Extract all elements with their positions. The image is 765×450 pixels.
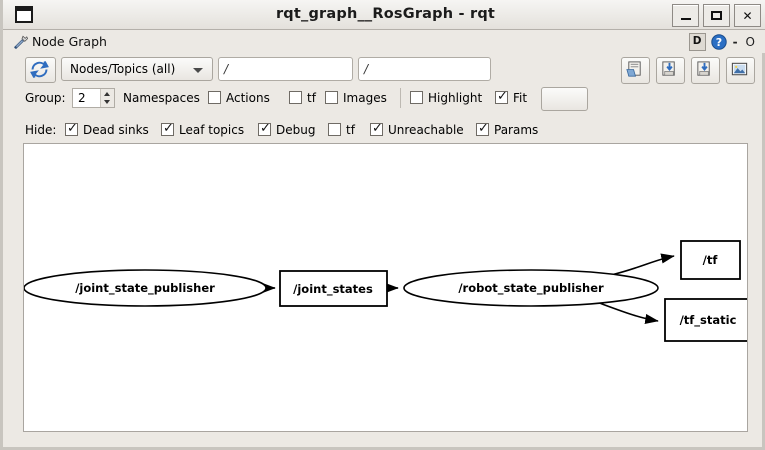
topic-filter-input[interactable]: / (218, 57, 353, 81)
hide-dead-sinks-checkbox[interactable] (65, 121, 78, 136)
node-tf-static[interactable]: /tf_static (664, 298, 747, 342)
edge-rsp-to-tf-static (593, 300, 659, 325)
dock-controls: D ? - O (688, 33, 757, 51)
dock-close-button[interactable]: O (745, 35, 755, 49)
node-label: /joint_states (293, 282, 373, 297)
save-down-icon (662, 61, 675, 76)
hide-unreachable-label: Unreachable (388, 123, 464, 137)
spinner-down-icon[interactable] (104, 100, 110, 104)
graph-type-select[interactable]: Nodes/Topics (all) (61, 57, 213, 81)
images-checkbox[interactable] (325, 91, 338, 104)
namespaces-label: Namespaces (123, 91, 200, 105)
graph-edges (262, 253, 675, 325)
hide-label: Hide: (25, 123, 57, 137)
hide-dead-sinks-label: Dead sinks (83, 123, 149, 137)
file-toolbar (621, 57, 755, 84)
window-controls: ✕ (672, 4, 761, 27)
highlight-label: Highlight (428, 91, 483, 105)
actions-checkbox[interactable] (208, 91, 221, 104)
node-joint-states[interactable]: /joint_states (279, 270, 388, 307)
graph-nodes: /joint_state_publisher /joint_states /ro… (24, 240, 747, 342)
hide-tf-checkbox[interactable] (328, 123, 341, 136)
group-spinbox[interactable]: 2 (72, 88, 115, 108)
hide-debug-checkbox[interactable] (258, 121, 271, 136)
dock-title: Node Graph (32, 34, 107, 49)
edge-rsp-to-tf (610, 253, 675, 276)
window-title: rqt_graph__RosGraph - rqt (275, 6, 496, 22)
node-label: /tf_static (680, 313, 737, 328)
chevron-down-icon (193, 68, 203, 73)
save-image-button[interactable] (726, 57, 755, 84)
hide-unreachable-checkbox[interactable] (370, 121, 383, 136)
group-label: Group: (25, 91, 66, 105)
highlight-checkbox[interactable] (410, 91, 423, 104)
image-icon (731, 62, 748, 76)
node-label: /tf (703, 253, 719, 267)
tools-icon (13, 35, 29, 50)
minimize-button[interactable] (672, 4, 699, 27)
node-tf[interactable]: /tf (680, 240, 741, 280)
images-label: Images (343, 91, 387, 105)
fit-label: Fit (513, 91, 528, 105)
tf-label: tf (307, 91, 316, 105)
tf-checkbox[interactable] (289, 91, 302, 104)
help-icon[interactable]: ? (710, 34, 727, 50)
dock-float-button[interactable]: D (688, 33, 706, 51)
title-bar: rqt_graph__RosGraph - rqt ✕ (3, 0, 765, 30)
fit-in-view-button[interactable] (541, 87, 588, 111)
save-dot-button[interactable] (656, 57, 685, 84)
hide-options-row: Hide: Dead sinks Leaf topics Debug tf Un… (6, 120, 765, 142)
hide-leaf-topics-checkbox[interactable] (161, 121, 174, 136)
hide-tf-label: tf (346, 123, 355, 137)
dock-undock-button[interactable]: - (732, 35, 738, 49)
group-spinner-buttons[interactable] (100, 89, 114, 107)
refresh-icon (30, 61, 49, 78)
window-icon (15, 6, 33, 23)
folder-open-icon (626, 61, 641, 77)
filter-toolbar: Nodes/Topics (all) / / (6, 55, 765, 85)
graph-canvas[interactable]: /joint_state_publisher /joint_states /ro… (23, 143, 748, 432)
fit-checkbox[interactable] (495, 89, 508, 104)
node-joint-state-publisher[interactable]: /joint_state_publisher (24, 269, 267, 307)
refresh-button[interactable] (25, 57, 56, 83)
actions-label: Actions (226, 91, 270, 105)
node-label: /robot_state_publisher (458, 281, 604, 296)
dock-widget-header: Node Graph D ? - O (6, 30, 765, 53)
maximize-button[interactable] (703, 4, 730, 27)
group-value: 2 (78, 91, 86, 105)
node-filter-input[interactable]: / (358, 57, 491, 81)
hide-debug-label: Debug (276, 123, 316, 137)
svg-text:?: ? (715, 36, 721, 49)
group-options-row: Group: 2 Namespaces Actions tf Images Hi… (6, 87, 765, 112)
hide-leaf-topics-label: Leaf topics (179, 123, 245, 137)
graph-type-value: Nodes/Topics (all) (70, 62, 176, 76)
spinner-up-icon[interactable] (104, 92, 110, 96)
save-down-icon (697, 61, 710, 76)
close-button[interactable]: ✕ (734, 4, 761, 27)
save-as-button[interactable] (691, 57, 720, 84)
node-robot-state-publisher[interactable]: /robot_state_publisher (403, 269, 659, 307)
node-label: /joint_state_publisher (75, 281, 215, 296)
toolbar-separator (400, 88, 401, 108)
hide-params-checkbox[interactable] (476, 121, 489, 136)
ros-node-graph: /joint_state_publisher /joint_states /ro… (24, 240, 747, 342)
hide-params-label: Params (494, 123, 539, 137)
load-dot-button[interactable] (621, 57, 650, 84)
